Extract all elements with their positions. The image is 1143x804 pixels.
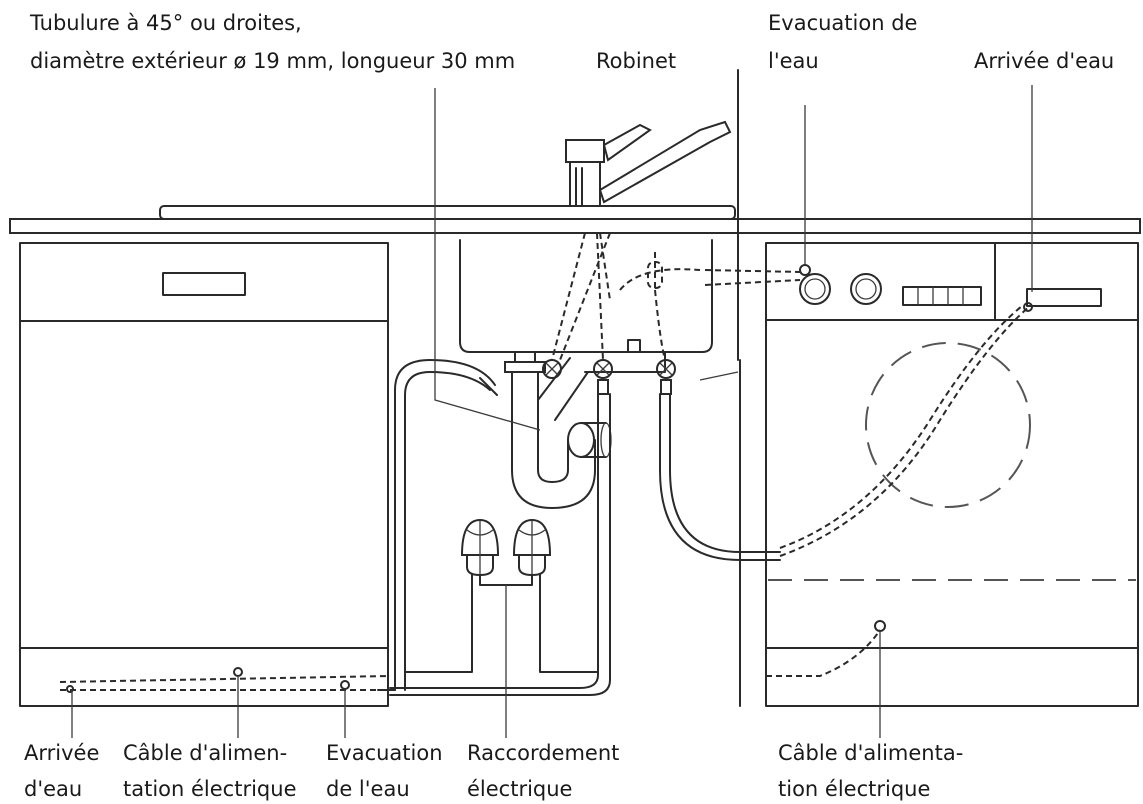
dishwasher-hoses <box>59 359 611 696</box>
valve-icon <box>656 359 676 379</box>
control-knob <box>799 273 831 305</box>
sink-basin <box>459 239 713 353</box>
control-knob <box>850 273 882 305</box>
countertop <box>9 205 1141 234</box>
label-cable-left-2: tation électrique <box>123 777 297 801</box>
siphon-trap <box>504 351 612 509</box>
label-cable-right-2: tion électrique <box>778 777 930 801</box>
label-evacuation-top-1: Evacuation de <box>768 11 917 35</box>
washing-machine <box>765 242 1139 707</box>
label-cable-left-1: Câble d'alimen- <box>123 741 287 765</box>
power-sockets <box>404 518 599 673</box>
label-evacuation-bottom-2: de l'eau <box>326 777 410 801</box>
leader-lines <box>71 85 1033 738</box>
label-tubulure-1: Tubulure à 45° ou droites, <box>29 11 302 35</box>
washing-machine-hoses <box>659 302 1033 677</box>
valve-icon <box>593 359 613 379</box>
label-robinet: Robinet <box>596 49 676 73</box>
detergent-drawer <box>1026 288 1102 307</box>
label-evacuation-top-2: l'eau <box>768 49 819 73</box>
control-buttons <box>902 286 982 306</box>
label-evacuation-bottom-1: Evacuation <box>326 741 443 765</box>
label-arrivee-bottom-1: Arrivée <box>24 741 99 765</box>
dishwasher-handle <box>162 272 246 296</box>
label-tubulure-2: diamètre extérieur ø 19 mm, longueur 30 … <box>30 49 515 73</box>
label-arrivee-bottom-2: d'eau <box>24 777 82 801</box>
drum-hidden <box>865 342 1031 508</box>
dishwasher <box>19 242 389 707</box>
hidden-faucet-lines <box>551 232 801 361</box>
label-raccordement-1: Raccordement <box>467 741 619 765</box>
valve-block <box>542 339 676 395</box>
faucet-icon <box>565 120 732 207</box>
label-cable-right-1: Câble d'alimenta- <box>778 741 963 765</box>
label-arrivee-top: Arrivée d'eau <box>974 49 1114 73</box>
label-raccordement-2: électrique <box>467 777 572 801</box>
